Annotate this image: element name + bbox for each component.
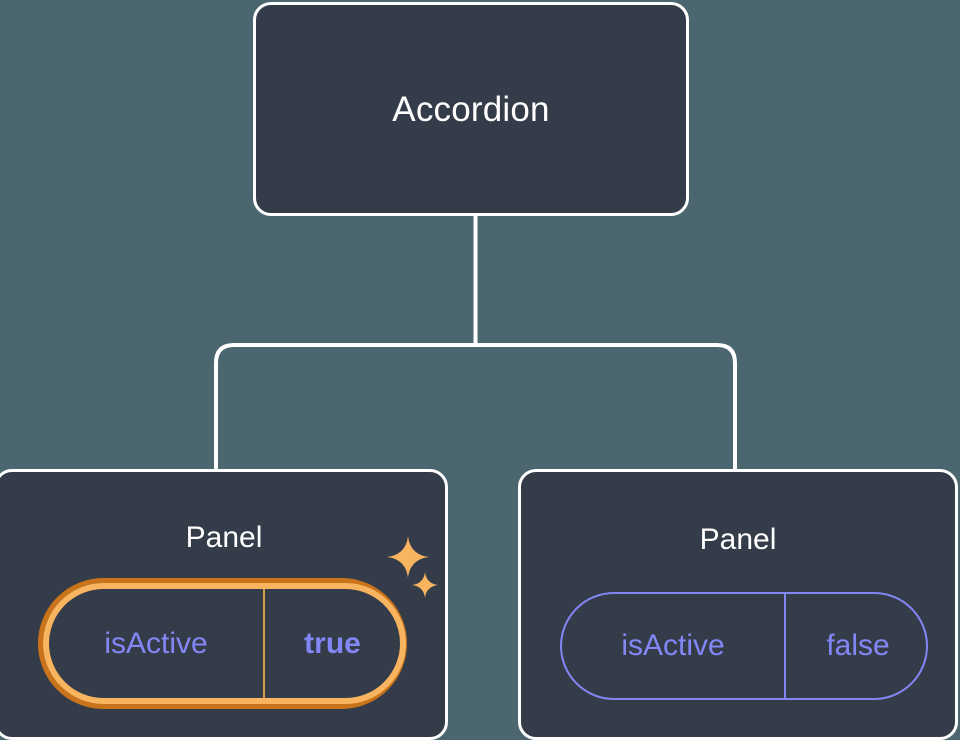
prop-name-isactive: isActive bbox=[621, 629, 725, 662]
node-accordion[interactable]: Accordion bbox=[253, 2, 689, 216]
prop-value-false: false bbox=[784, 594, 930, 698]
node-panel-left-title: Panel bbox=[185, 521, 263, 554]
node-panel-right[interactable]: Panel isActive false bbox=[518, 469, 958, 740]
node-panel-right-title: Panel bbox=[699, 523, 777, 556]
prop-pill-isactive-false[interactable]: isActive false bbox=[560, 592, 928, 700]
node-accordion-title: Accordion bbox=[392, 89, 550, 129]
connector-bracket bbox=[214, 343, 737, 469]
prop-value-true: true bbox=[263, 589, 400, 698]
prop-pill-isactive-true[interactable]: isActive true bbox=[38, 578, 407, 709]
node-panel-left[interactable]: Panel isActive true bbox=[0, 469, 448, 740]
prop-pill-inner-ring: isActive true bbox=[43, 583, 406, 704]
prop-name-isactive: isActive bbox=[104, 626, 208, 660]
